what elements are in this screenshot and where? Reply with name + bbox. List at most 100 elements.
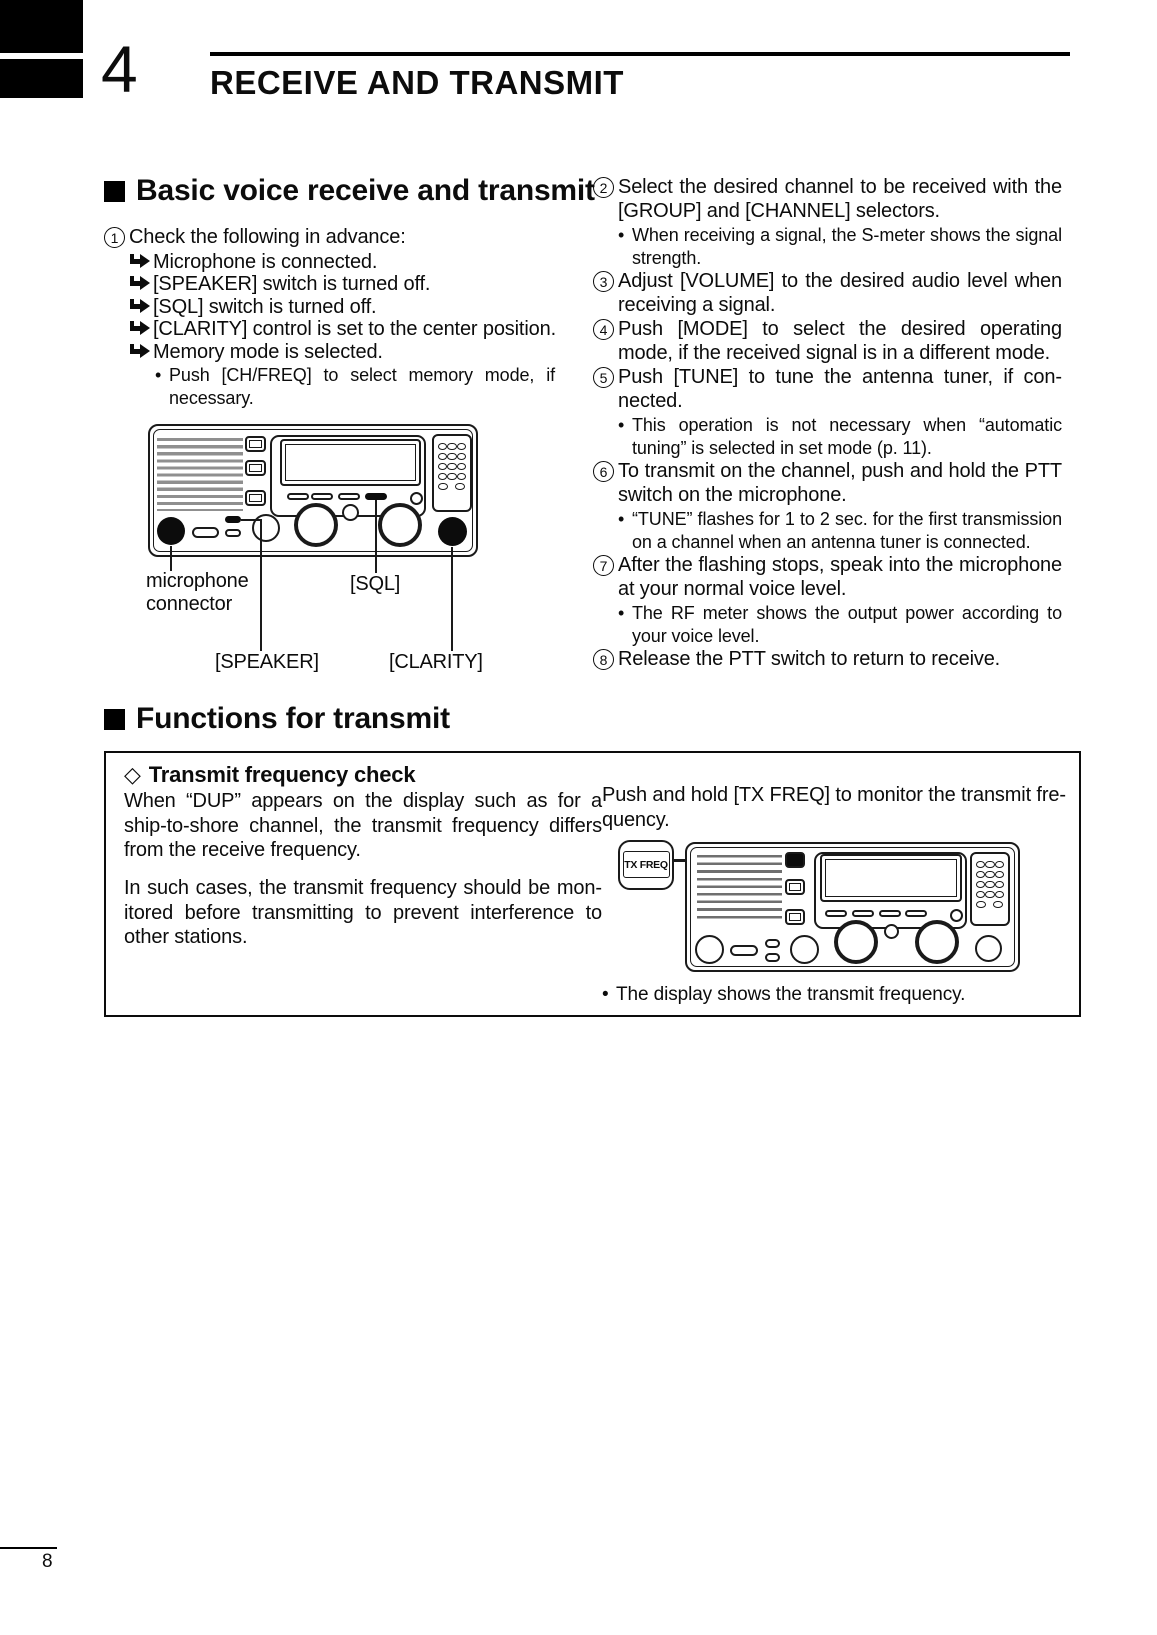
function-key	[311, 493, 333, 500]
transmit-frequency-check-box: ◇Transmit frequency check When “DUP” app…	[104, 751, 1081, 1017]
microphone-connector	[157, 517, 185, 545]
tx-freq-key-highlighted	[785, 852, 805, 868]
panel-pill-button	[765, 953, 780, 962]
bullet-marker: •	[602, 984, 609, 1005]
step-text: Release the PTT switch to return to rece…	[618, 648, 1001, 670]
speaker-switch-highlighted	[225, 516, 241, 523]
note-text: When receiving a signal, the S-meter sho…	[632, 225, 1062, 268]
step-text: After the flashing stops, speak into the…	[618, 554, 1062, 600]
arrow-icon	[130, 276, 151, 291]
page-number: 8	[42, 1551, 53, 1572]
function-key	[825, 910, 847, 917]
panel-pill-button	[730, 945, 758, 956]
label-microphone-line1: microphone	[146, 570, 249, 592]
step-text: Push [TUNE] to tune the antenna tuner, i…	[618, 366, 1062, 412]
panel-pill-button	[225, 529, 241, 537]
step-1: 1 Check the following in advance:	[104, 226, 566, 250]
channel-knob-2	[915, 920, 959, 964]
step-1-number: 1	[104, 227, 125, 248]
left-column: 1 Check the following in advance: Microp…	[104, 226, 566, 410]
step-2-note: •When receiving a signal, the S-meter sh…	[618, 224, 1062, 270]
check-item: [SPEAKER] switch is turned off.	[130, 273, 566, 296]
radio-front-panel-figure: microphone connector [SQL] [SPEAKER] [CL…	[100, 405, 580, 685]
speaker-grille	[157, 438, 243, 511]
box-subheading: ◇Transmit frequency check	[124, 762, 416, 788]
panel-button	[245, 490, 266, 506]
box-result-note: • The display shows the transmit frequen…	[602, 983, 1062, 1006]
lcd-display	[280, 439, 421, 486]
black-square-marker	[104, 708, 125, 730]
step-1-text: Check the following in advance:	[129, 226, 406, 248]
section-heading-functions: Functions for transmit	[104, 702, 450, 736]
panel-button	[245, 436, 266, 452]
section-heading-basic: Basic voice receive and transmit	[104, 174, 595, 208]
step-number: 2	[593, 177, 614, 198]
mic-connector-2	[695, 935, 724, 964]
arrow-icon	[130, 321, 151, 336]
box-paragraph-1: When “DUP” appears on the display such a…	[124, 790, 602, 861]
arrow-icon	[130, 298, 151, 314]
step-number: 4	[593, 319, 614, 340]
note-text: The RF meter shows the output power acco…	[632, 603, 1062, 646]
group-knob-2	[834, 920, 878, 964]
step-number: 8	[593, 649, 614, 670]
panel-pill-button	[765, 939, 780, 948]
lcd-display-2	[820, 854, 962, 902]
header-black-block-bottom	[0, 59, 83, 98]
step-number: 3	[593, 271, 614, 292]
label-clarity: [CLARITY]	[389, 651, 483, 673]
check-text: [SQL] switch is turned off.	[153, 295, 377, 318]
check-item: Memory mode is selected.	[130, 341, 566, 364]
step-text: Adjust [VOLUME] to the desired audio lev…	[618, 270, 1062, 316]
header-black-block-top	[0, 0, 83, 53]
keypad-2	[970, 852, 1010, 926]
black-square-marker	[104, 180, 125, 202]
function-key	[338, 493, 360, 500]
small-knob	[342, 504, 359, 521]
leader-line-speaker-h	[241, 519, 262, 521]
footer-rule	[0, 1547, 57, 1549]
volume-knob-2	[790, 935, 819, 964]
bullet-marker: •	[618, 603, 625, 623]
check-note: • Push [CH/FREQ] to select memory mode, …	[155, 364, 555, 410]
group-knob	[294, 503, 338, 547]
check-text: [CLARITY] control is set to the center p…	[153, 318, 556, 340]
bullet-marker: •	[618, 509, 625, 529]
chapter-number: 4	[101, 32, 138, 106]
label-sql: [SQL]	[350, 573, 401, 595]
tx-freq-button-label: TX FREQ	[622, 851, 670, 878]
panel-button	[245, 460, 266, 476]
check-text: Memory mode is selected.	[153, 340, 383, 363]
chapter-title: RECEIVE AND TRANSMIT	[210, 64, 624, 101]
step-text: To transmit on the channel, push and hol…	[618, 460, 1062, 506]
bullet-marker: •	[155, 365, 162, 385]
box-paragraph-2: In such cases, the transmit frequency sh…	[124, 877, 602, 948]
leader-line-mic	[170, 546, 172, 571]
diamond-marker: ◇	[124, 762, 141, 787]
check-note-text: Push [CH/FREQ] to select memory mode, if…	[169, 365, 555, 408]
header-rule	[210, 52, 1070, 56]
speaker-grille-2	[697, 855, 782, 922]
arrow-icon	[130, 253, 151, 269]
note-text: This operation is not necessary when “au…	[632, 415, 1062, 458]
check-text: Microphone is connected.	[153, 250, 378, 273]
leader-line-speaker-v	[260, 519, 262, 651]
panel-button	[785, 909, 805, 925]
small-knob-2	[884, 924, 899, 939]
step-5-note: •This operation is not necessary when “a…	[618, 414, 1062, 460]
check-item: [SQL] switch is turned off.	[130, 296, 566, 319]
section-heading-text: Functions for transmit	[136, 702, 450, 735]
step-number: 7	[593, 555, 614, 576]
sql-key-highlighted	[365, 493, 387, 500]
step-number: 6	[593, 461, 614, 482]
panel-pill-button	[192, 527, 219, 538]
volume-knob	[252, 514, 280, 542]
clarity-knob	[438, 517, 467, 546]
channel-knob	[378, 503, 422, 547]
